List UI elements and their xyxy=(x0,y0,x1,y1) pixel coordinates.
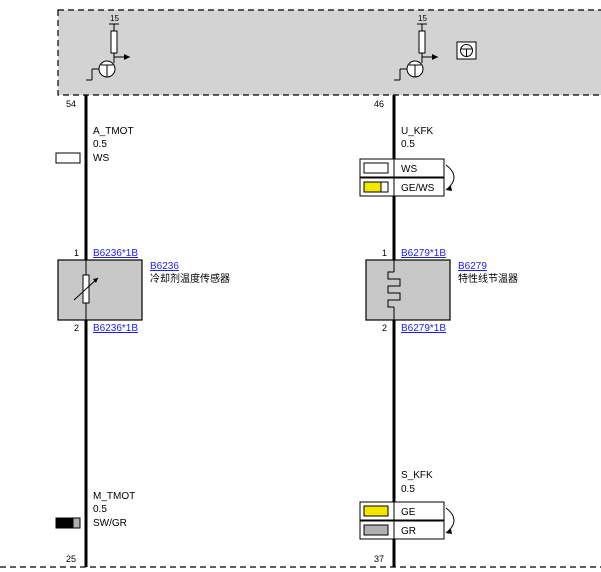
left-wire-top-gauge: 0.5 xyxy=(93,139,107,150)
right-bottom-color-variants[interactable]: GE GR xyxy=(359,501,455,540)
left-wire-top-color: WS xyxy=(93,153,109,164)
left-component-code-link[interactable]: B6236 xyxy=(150,261,179,272)
thermistor-symbol-icon xyxy=(73,260,99,320)
thermostat-box[interactable] xyxy=(365,259,451,321)
left-wire-top-name: A_TMOT xyxy=(93,126,134,137)
right-wire-bottom-gauge: 0.5 xyxy=(401,484,415,495)
right-driver-transistor: 15 xyxy=(394,14,438,81)
right-swatch-gews xyxy=(363,181,389,193)
right-connector-bottom-pin: 2 xyxy=(382,323,387,333)
right-swatch-gr xyxy=(363,524,389,536)
right-component-code-link[interactable]: B6279 xyxy=(458,261,487,272)
sensor-symbol-icon xyxy=(456,41,477,60)
right-wire-top-name: U_KFK xyxy=(401,126,434,137)
right-bottom-color-2: GR xyxy=(401,526,416,537)
right-wire-top-gauge: 0.5 xyxy=(401,139,415,150)
right-bottom-color-1: GE xyxy=(401,507,416,518)
left-connector-bottom-pin: 2 xyxy=(74,323,79,333)
pin-46-label: 46 xyxy=(374,99,384,109)
variant-switch-arrow-icon xyxy=(445,164,455,191)
variant-switch-arrow-icon xyxy=(445,507,455,534)
right-connector-top-pin: 1 xyxy=(382,248,387,258)
right-supply-label: 15 xyxy=(418,14,427,23)
left-wire-bottom-gauge: 0.5 xyxy=(93,504,107,515)
right-swatch-ws xyxy=(363,162,389,174)
right-connector-top-link[interactable]: B6279*1B xyxy=(401,248,446,259)
left-connector-bottom-link[interactable]: B6236*1B xyxy=(93,323,138,334)
right-component-name: 特性线节温器 xyxy=(458,272,518,285)
right-swatch-ge xyxy=(363,505,389,517)
left-wire-bottom-name: M_TMOT xyxy=(93,491,135,502)
left-wire-color-swatch-swgr xyxy=(55,517,81,529)
left-circuit: A_TMOT 0.5 WS 1 B6236*1B B6236 冷却剂温度传感器 … xyxy=(55,95,230,567)
left-connector-top-pin: 1 xyxy=(74,248,79,258)
coolant-temp-sensor-box[interactable] xyxy=(57,259,143,321)
pin-25-label: 25 xyxy=(66,554,76,564)
left-driver-transistor: 15 xyxy=(86,14,130,81)
left-connector-top-link[interactable]: B6236*1B xyxy=(93,248,138,259)
left-wire-color-swatch-ws xyxy=(55,152,81,164)
right-wire-bottom-name: S_KFK xyxy=(401,470,433,481)
right-connector-bottom-link[interactable]: B6279*1B xyxy=(401,323,446,334)
left-supply-label: 15 xyxy=(110,14,119,23)
left-wire-bottom-color: SW/GR xyxy=(93,518,127,529)
heater-element-icon xyxy=(387,260,401,320)
control-module-box xyxy=(57,9,601,96)
pin-54-label: 54 xyxy=(66,99,76,109)
right-circuit: U_KFK 0.5 WS GE/WS 1 B6279*1B B6279 特性线节… xyxy=(359,95,518,567)
pin-37-label: 37 xyxy=(374,554,384,564)
right-top-color-1: WS xyxy=(401,164,417,175)
right-top-color-variants[interactable]: WS GE/WS xyxy=(359,158,455,197)
right-top-color-2: GE/WS xyxy=(401,183,435,194)
left-component-name: 冷却剂温度传感器 xyxy=(150,272,230,285)
